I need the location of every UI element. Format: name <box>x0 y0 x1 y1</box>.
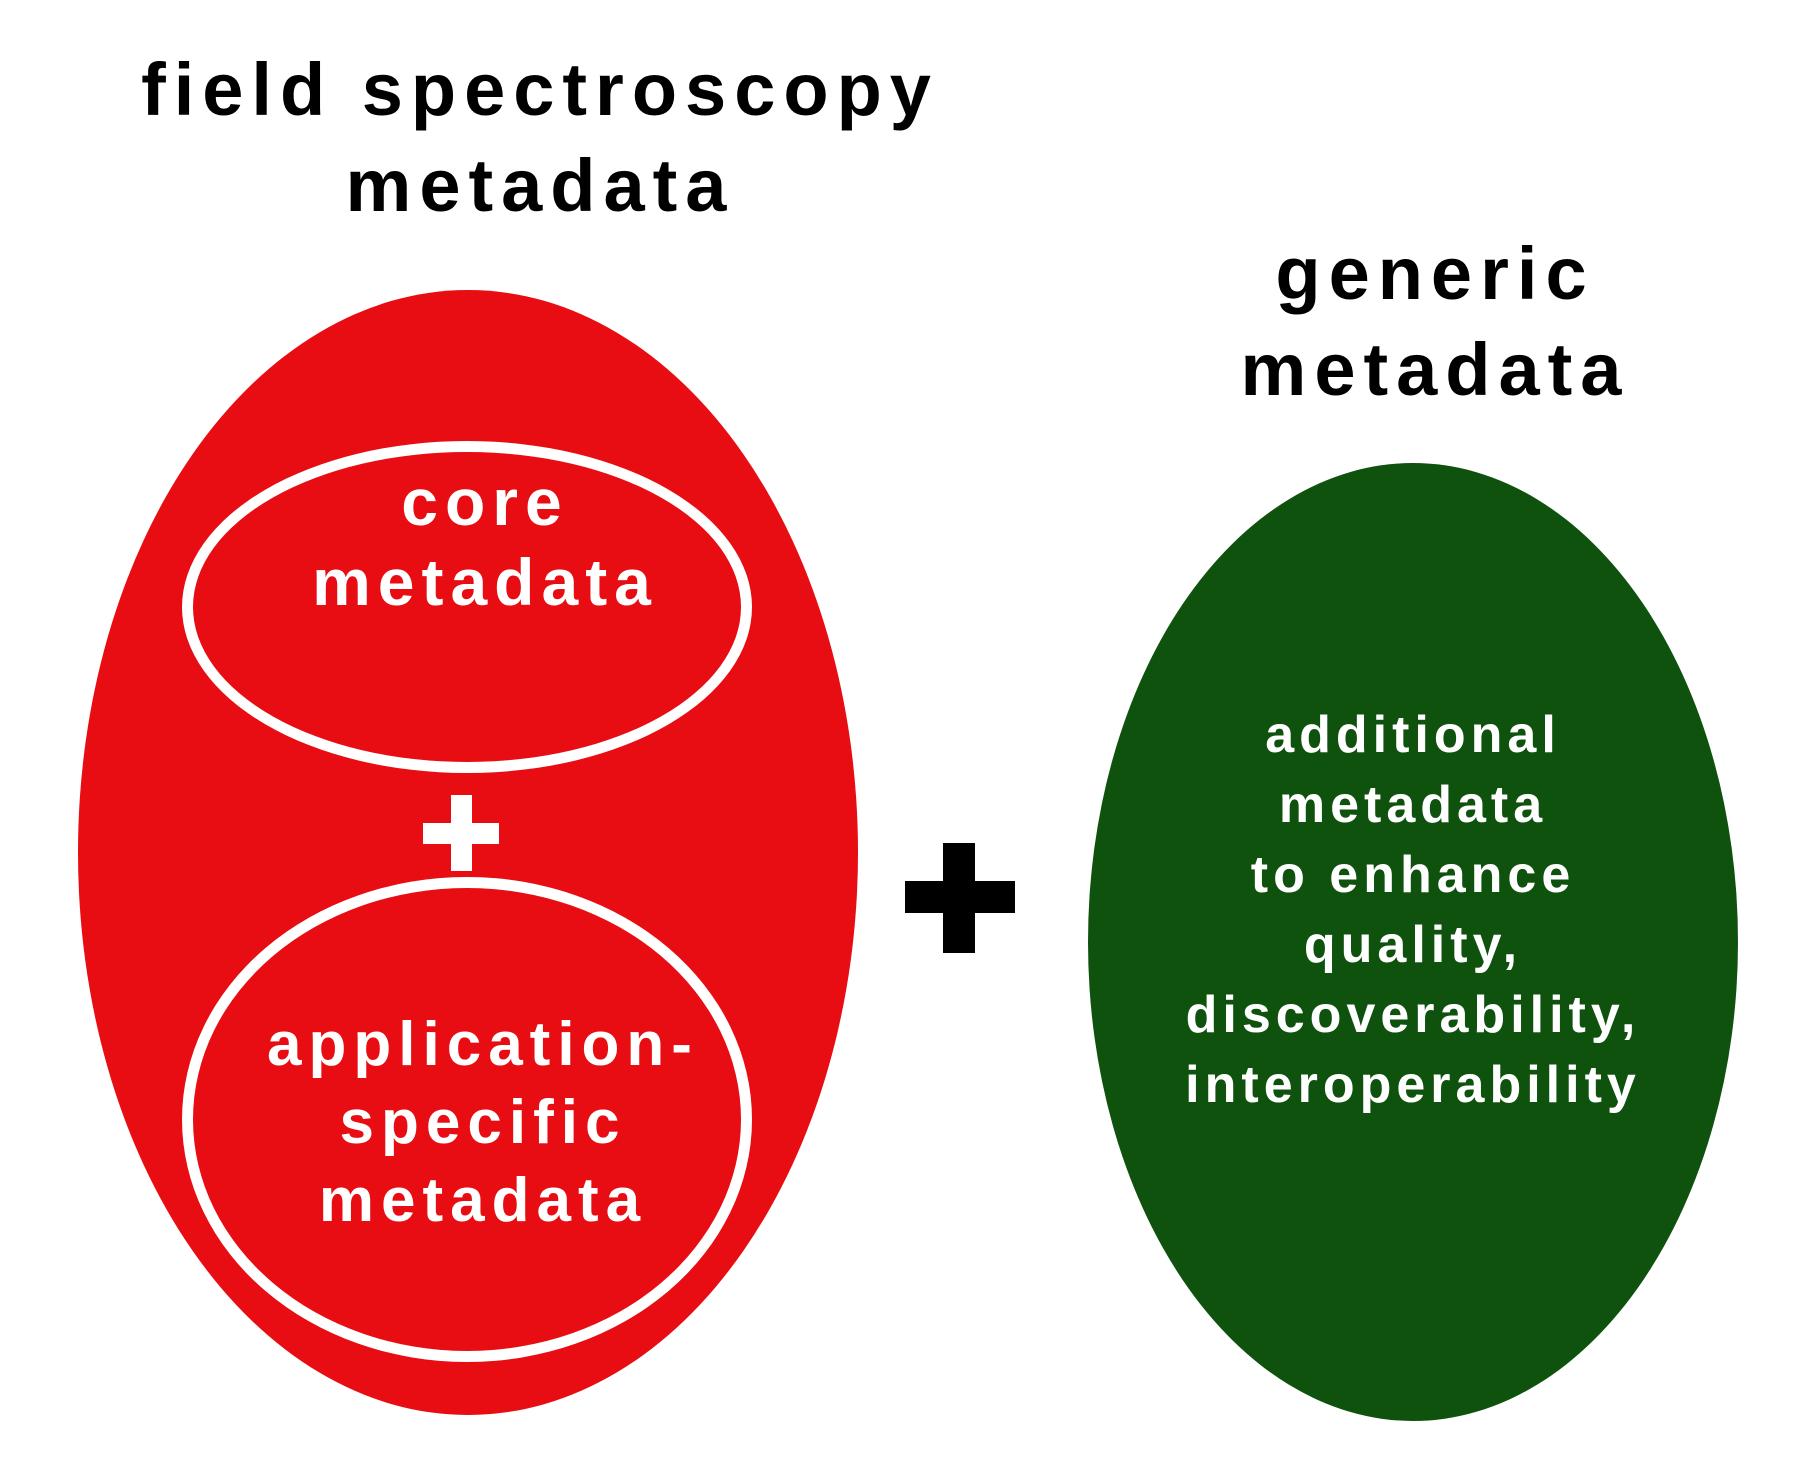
plus-icon-vertical-bar <box>451 795 472 871</box>
generic-metadata-title-line: generic <box>1275 232 1595 315</box>
generic-metadata-title: generic metadata <box>1170 226 1700 418</box>
plus-icon-vertical-bar <box>943 843 975 953</box>
field-spectroscopy-title: field spectroscopy metadata <box>40 42 1040 234</box>
generic-description-line: additional <box>1265 706 1561 764</box>
field-spectroscopy-title-line: field spectroscopy <box>141 48 939 131</box>
application-specific-label-line: application- <box>267 1010 699 1079</box>
application-specific-label-line: specific <box>339 1088 627 1157</box>
generic-metadata-description: additional metadata to enhance quality, … <box>1088 700 1738 1120</box>
generic-description-line: quality, <box>1303 916 1523 974</box>
generic-description-line: to enhance <box>1250 846 1576 904</box>
application-specific-label-line: metadata <box>318 1166 648 1235</box>
plus-icon <box>423 795 499 871</box>
core-metadata-label-line: metadata <box>312 545 658 619</box>
generic-description-line: interoperability <box>1185 1056 1641 1114</box>
core-metadata-label: core metadata <box>200 462 770 622</box>
application-specific-metadata-oval <box>182 877 752 1362</box>
generic-description-line: discoverability, <box>1185 986 1641 1044</box>
plus-icon <box>905 843 1015 953</box>
generic-metadata-title-line: metadata <box>1240 328 1630 411</box>
generic-metadata-oval <box>1088 463 1738 1421</box>
application-specific-metadata-label: application- specific metadata <box>198 1006 768 1240</box>
core-metadata-oval <box>182 441 752 773</box>
field-spectroscopy-title-line: metadata <box>345 144 735 227</box>
generic-description-line: metadata <box>1278 776 1548 834</box>
core-metadata-label-line: core <box>401 465 569 539</box>
